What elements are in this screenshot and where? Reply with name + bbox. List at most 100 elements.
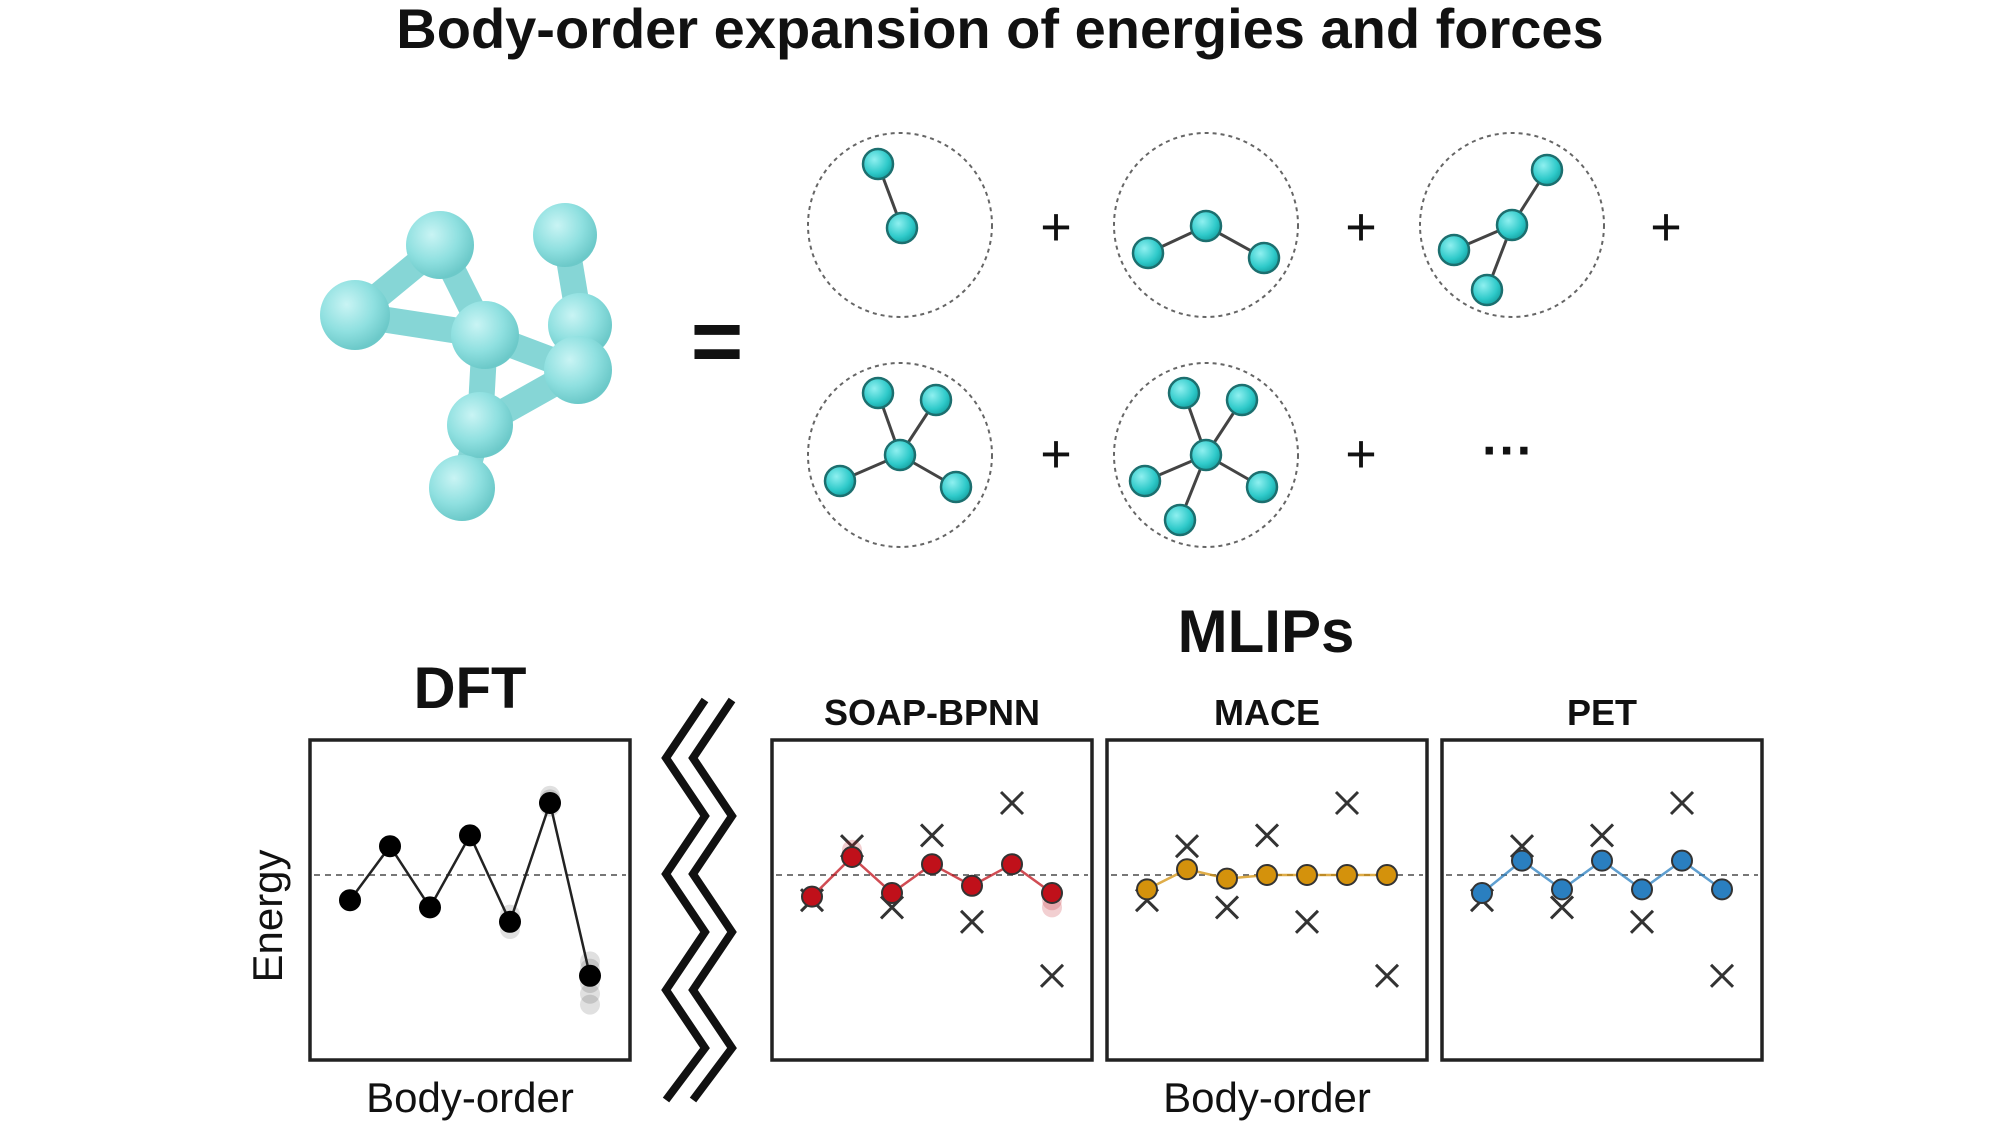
reference-marker bbox=[1629, 909, 1655, 934]
atom bbox=[1163, 503, 1197, 537]
marker-stroke bbox=[959, 909, 985, 934]
plus-sign: + bbox=[1650, 197, 1682, 257]
reference-marker bbox=[1214, 895, 1240, 920]
data-point bbox=[379, 835, 401, 858]
atom bbox=[1470, 273, 1504, 307]
plot-frame bbox=[1440, 738, 1764, 1062]
data-point bbox=[1176, 858, 1198, 881]
plus-sign: + bbox=[1040, 197, 1072, 257]
data-point bbox=[801, 885, 823, 908]
atom bbox=[919, 383, 953, 417]
data-point bbox=[579, 964, 601, 987]
data-point bbox=[1216, 867, 1238, 890]
panel-title-soap-bpnn: SOAP-BPNN bbox=[824, 692, 1040, 733]
atom bbox=[861, 376, 895, 410]
data-point bbox=[881, 882, 903, 904]
reference-marker bbox=[959, 909, 985, 934]
data-point bbox=[339, 889, 361, 912]
data-point bbox=[1376, 864, 1398, 886]
y-axis-label: Energy bbox=[244, 849, 291, 982]
molecule-illustration bbox=[320, 203, 612, 521]
marker-stroke bbox=[999, 790, 1025, 816]
atom bbox=[1530, 153, 1564, 187]
dft-heading: DFT bbox=[414, 656, 527, 721]
spread-point bbox=[580, 994, 600, 1015]
marker-stroke bbox=[1374, 963, 1400, 988]
reference-marker bbox=[999, 790, 1025, 816]
data-point bbox=[1041, 882, 1063, 904]
data-point bbox=[1591, 849, 1613, 872]
data-point bbox=[419, 896, 441, 919]
atom bbox=[1225, 383, 1259, 417]
atom bbox=[1131, 236, 1165, 270]
zigzag-separator bbox=[661, 697, 737, 1103]
plus-sign: + bbox=[1345, 197, 1377, 257]
data-point bbox=[1471, 882, 1493, 904]
marker-stroke bbox=[1294, 909, 1320, 934]
data-point bbox=[459, 824, 481, 847]
spread-point bbox=[580, 983, 600, 1004]
cluster-boundary bbox=[1113, 362, 1299, 548]
cluster-term bbox=[807, 362, 993, 548]
cluster-boundary bbox=[807, 132, 993, 318]
data-point bbox=[1711, 878, 1733, 901]
data-point bbox=[1001, 853, 1023, 876]
data-point bbox=[1671, 849, 1693, 872]
marker-stroke bbox=[1039, 963, 1065, 988]
atom bbox=[1247, 241, 1281, 275]
marker-stroke bbox=[1669, 790, 1695, 816]
atom bbox=[885, 211, 919, 245]
data-point bbox=[1136, 878, 1158, 901]
atom bbox=[1189, 209, 1223, 243]
plot-frame bbox=[770, 738, 1094, 1062]
data-point bbox=[1296, 864, 1318, 886]
ellipsis: ··· bbox=[1482, 422, 1534, 480]
plot-mace bbox=[1105, 738, 1429, 1062]
atom bbox=[1437, 233, 1471, 267]
mlips-heading: MLIPs bbox=[1178, 598, 1355, 665]
reference-marker bbox=[1254, 823, 1280, 848]
data-point bbox=[539, 792, 561, 814]
marker-stroke bbox=[1629, 909, 1655, 934]
plot-panels bbox=[308, 738, 1764, 1062]
cluster-boundary bbox=[1113, 132, 1299, 318]
reference-marker bbox=[1669, 790, 1695, 816]
reference-marker bbox=[1709, 963, 1735, 988]
data-point bbox=[1256, 864, 1278, 886]
reference-marker bbox=[919, 823, 945, 848]
data-point bbox=[1511, 849, 1533, 872]
marker-stroke bbox=[1214, 895, 1240, 920]
data-point bbox=[1551, 878, 1573, 901]
data-point bbox=[499, 910, 521, 933]
plot-pet bbox=[1440, 738, 1764, 1062]
plot-frame bbox=[1105, 738, 1429, 1062]
marker-stroke bbox=[1549, 895, 1575, 920]
atom bbox=[883, 438, 917, 472]
data-point bbox=[1631, 878, 1653, 901]
panel-title-mace: MACE bbox=[1214, 692, 1320, 733]
reference-marker bbox=[1589, 823, 1615, 848]
equals-sign: = bbox=[691, 292, 744, 392]
plot-dft bbox=[308, 738, 632, 1062]
cluster-terms bbox=[807, 132, 1605, 548]
atom bbox=[1167, 376, 1201, 410]
cluster-term bbox=[1113, 362, 1299, 548]
reference-marker bbox=[1294, 909, 1320, 934]
marker-stroke bbox=[919, 823, 945, 848]
atom bbox=[939, 470, 973, 504]
cluster-boundary bbox=[807, 362, 993, 548]
atom bbox=[823, 464, 857, 498]
plus-sign: + bbox=[1040, 424, 1072, 484]
marker-stroke bbox=[1334, 790, 1360, 816]
atom bbox=[861, 147, 895, 181]
panel-title-pet: PET bbox=[1567, 692, 1637, 733]
marker-stroke bbox=[1254, 823, 1280, 848]
reference-marker bbox=[1174, 834, 1200, 859]
x-axis-label-dft: Body-order bbox=[366, 1074, 574, 1121]
reference-marker bbox=[1549, 895, 1575, 920]
data-point bbox=[961, 874, 983, 897]
plus-sign: + bbox=[1345, 424, 1377, 484]
cluster-term bbox=[807, 132, 993, 318]
cluster-boundary bbox=[1419, 132, 1605, 318]
